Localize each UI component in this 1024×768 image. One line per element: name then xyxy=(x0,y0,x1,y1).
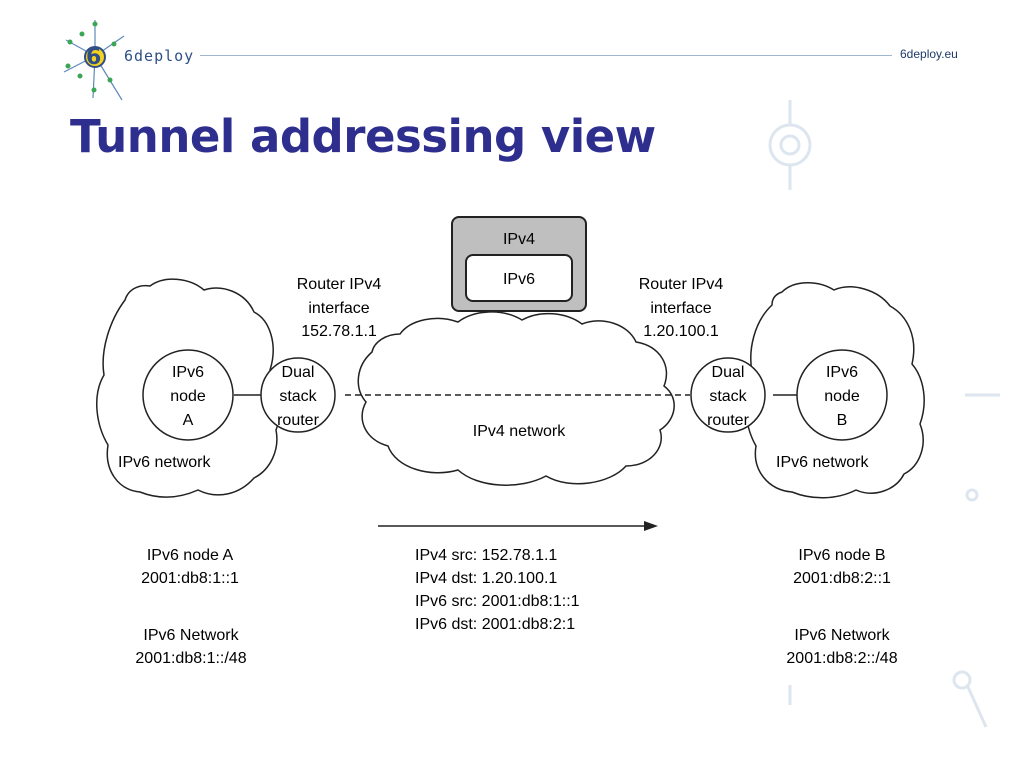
svg-text:stack: stack xyxy=(279,388,317,405)
right-network-label: IPv6 network xyxy=(776,454,869,471)
svg-text:IPv6 src: 2001:db8:1::1: IPv6 src: 2001:db8:1::1 xyxy=(415,593,580,610)
svg-text:B: B xyxy=(837,412,848,429)
svg-text:152.78.1.1: 152.78.1.1 xyxy=(301,323,377,340)
packet-outer-label: IPv4 xyxy=(503,231,535,248)
decorative-background-marks xyxy=(768,100,1000,728)
svg-text:stack: stack xyxy=(709,388,747,405)
direction-arrow xyxy=(378,521,658,531)
svg-text:IPv6 Network: IPv6 Network xyxy=(143,627,239,644)
svg-text:IPv6 dst: 2001:db8:2:1: IPv6 dst: 2001:db8:2:1 xyxy=(415,616,575,633)
packet-header-info: IPv4 src: 152.78.1.1 IPv4 dst: 1.20.100.… xyxy=(415,547,580,633)
left-router-interface-label: Router IPv4 interface 152.78.1.1 xyxy=(297,276,382,340)
right-address-info: IPv6 node B 2001:db8:2::1 IPv6 Network 2… xyxy=(786,547,897,667)
svg-text:IPv4 dst: 1.20.100.1: IPv4 dst: 1.20.100.1 xyxy=(415,570,557,587)
node-a: IPv6 node A xyxy=(142,349,234,441)
svg-text:Router IPv4: Router IPv4 xyxy=(639,276,724,293)
svg-text:Dual: Dual xyxy=(282,364,315,381)
svg-text:1.20.100.1: 1.20.100.1 xyxy=(643,323,719,340)
svg-text:IPv6: IPv6 xyxy=(172,364,204,381)
svg-text:interface: interface xyxy=(650,300,711,317)
svg-text:router: router xyxy=(707,412,749,429)
svg-text:2001:db8:1::/48: 2001:db8:1::/48 xyxy=(135,650,246,667)
svg-text:2001:db8:2::1: 2001:db8:2::1 xyxy=(793,570,891,587)
ipv4-network-cloud xyxy=(357,311,675,486)
encapsulated-packet: IPv4 IPv6 xyxy=(451,216,587,312)
logo-wordmark: 6deploy xyxy=(124,47,194,65)
right-dual-stack-router: Dual stack router xyxy=(690,357,766,433)
left-network-label: IPv6 network xyxy=(118,454,211,471)
header-divider xyxy=(200,55,892,56)
ipv4-network-label: IPv4 network xyxy=(473,423,566,440)
slide-title: Tunnel addressing view xyxy=(70,110,656,163)
svg-text:router: router xyxy=(277,412,319,429)
svg-text:IPv6 Network: IPv6 Network xyxy=(794,627,890,644)
svg-text:node: node xyxy=(170,388,206,405)
svg-text:IPv6: IPv6 xyxy=(826,364,858,381)
svg-text:6: 6 xyxy=(86,45,101,70)
right-router-interface-label: Router IPv4 interface 1.20.100.1 xyxy=(639,276,724,340)
site-url: 6deploy.eu xyxy=(900,47,958,61)
svg-text:IPv6 node B: IPv6 node B xyxy=(798,547,885,564)
svg-text:IPv4 src: 152.78.1.1: IPv4 src: 152.78.1.1 xyxy=(415,547,557,564)
svg-text:2001:db8:2::/48: 2001:db8:2::/48 xyxy=(786,650,897,667)
left-address-info: IPv6 node A 2001:db8:1::1 IPv6 Network 2… xyxy=(135,547,246,667)
svg-text:IPv6 node A: IPv6 node A xyxy=(147,547,234,564)
packet-inner-label: IPv6 xyxy=(503,271,535,288)
svg-text:A: A xyxy=(183,412,194,429)
svg-text:Dual: Dual xyxy=(712,364,745,381)
node-b: IPv6 node B xyxy=(796,349,888,441)
svg-text:2001:db8:1::1: 2001:db8:1::1 xyxy=(141,570,239,587)
6deploy-logo: 6 6deploy xyxy=(63,20,194,101)
left-dual-stack-router: Dual stack router xyxy=(260,357,336,433)
svg-text:node: node xyxy=(824,388,860,405)
svg-text:Router IPv4: Router IPv4 xyxy=(297,276,382,293)
svg-text:interface: interface xyxy=(308,300,369,317)
